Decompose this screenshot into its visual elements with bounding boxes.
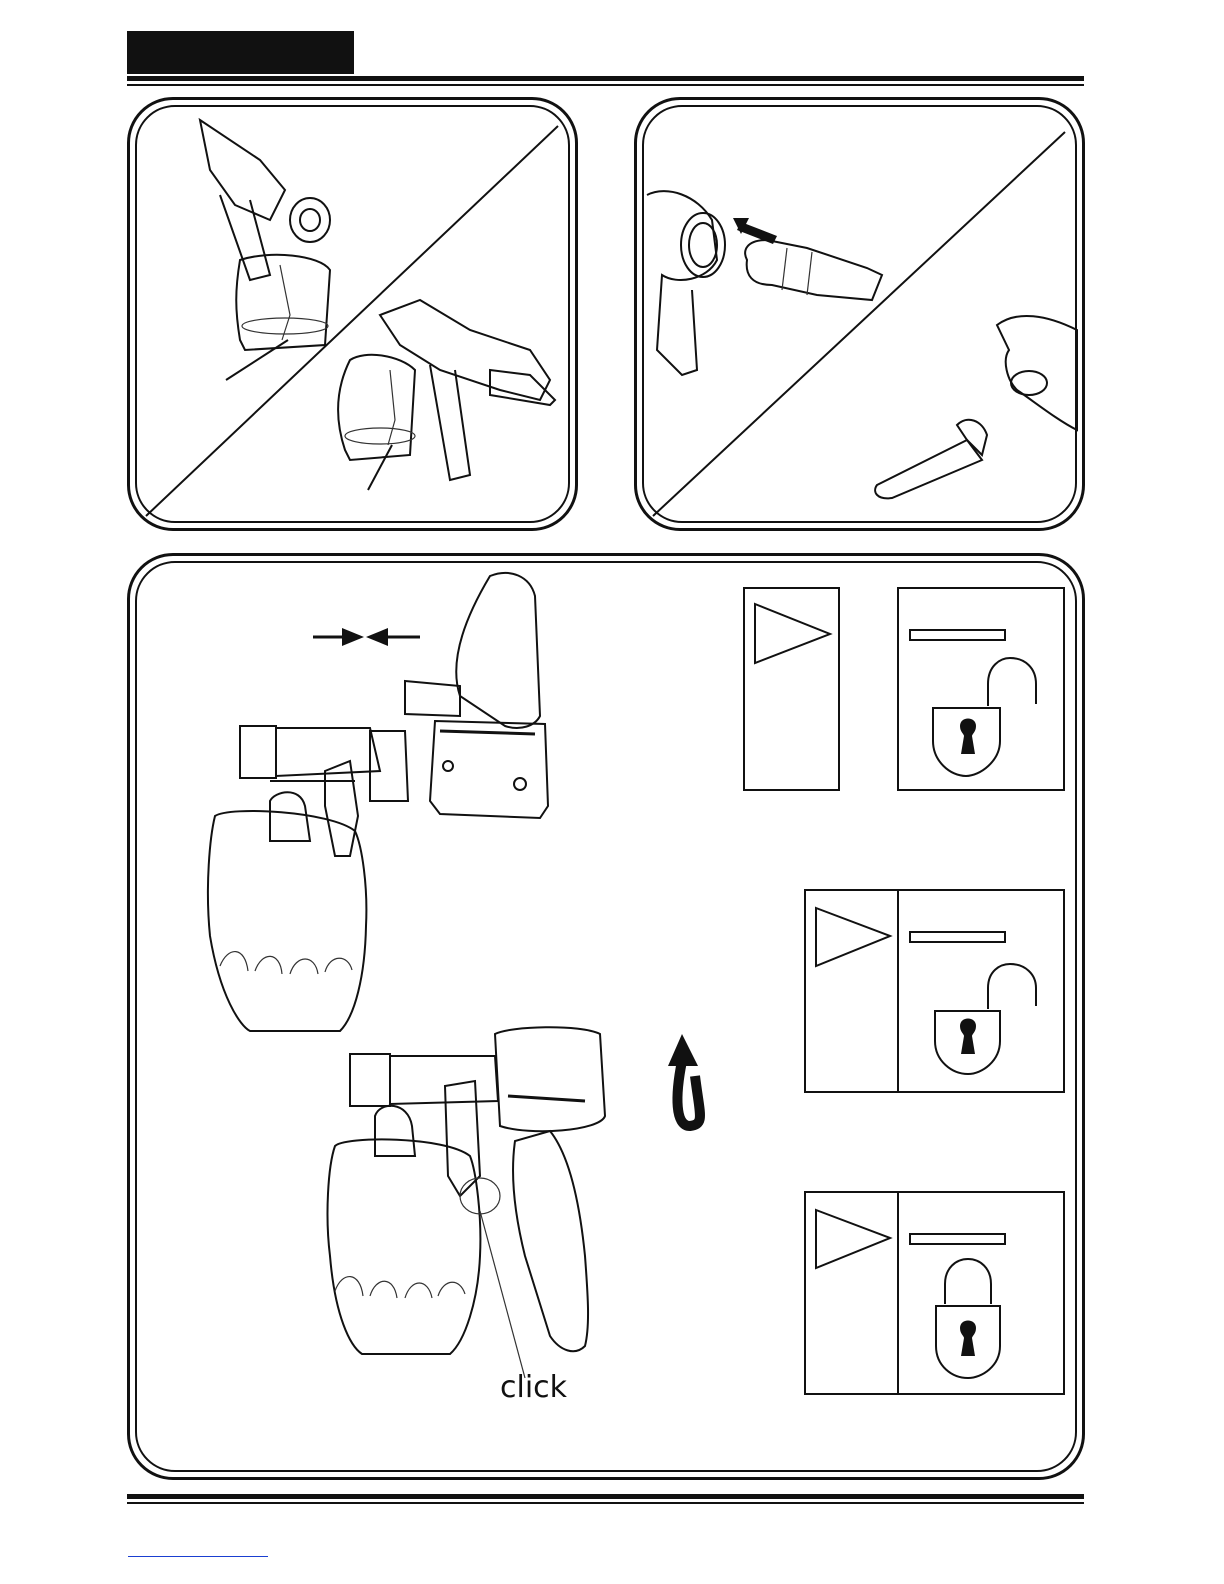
figure-panel-nozzle: [634, 97, 1085, 531]
footer-rule-thin: [127, 1502, 1084, 1504]
header-rule-thick: [127, 76, 1084, 81]
click-label: click: [500, 1370, 567, 1405]
footer-rule-thick: [127, 1494, 1084, 1499]
handle-detached: [405, 573, 548, 818]
header-rule-thin: [127, 84, 1084, 86]
indicator-arrow-bar-closed-lock: [805, 1192, 1064, 1394]
gun-head-view: [647, 191, 882, 375]
panel-divider: [146, 126, 558, 516]
gun-body-upper: [208, 726, 408, 1031]
container-illustration: [130, 100, 581, 534]
spray-gun-lower: [338, 300, 555, 490]
spray-gun-upper: [200, 120, 330, 380]
rotate-arrow-icon: [668, 1034, 700, 1126]
gun-body-assembled: [328, 1027, 605, 1378]
footer-link-underline[interactable]: [128, 1556, 268, 1557]
align-arrows-icon: [313, 628, 420, 646]
panel-divider: [653, 132, 1065, 516]
nozzle-tool-view: [875, 316, 1077, 498]
nozzle-illustration: [637, 100, 1088, 534]
indicator-bar-open-lock: [898, 588, 1064, 790]
leader-line-lower: [368, 445, 392, 490]
click-leader-line: [480, 1211, 525, 1378]
figure-panel-container: [127, 97, 578, 531]
leader-line-upper: [226, 340, 288, 380]
indicator-arrow-bar-open-lock: [805, 890, 1064, 1092]
figure-panel-lock: [127, 553, 1085, 1480]
lock-illustration: [130, 556, 1088, 1483]
indicator-arrow-only: [744, 588, 839, 790]
header-tab: [127, 31, 354, 74]
insert-arrow-icon: [737, 222, 777, 244]
